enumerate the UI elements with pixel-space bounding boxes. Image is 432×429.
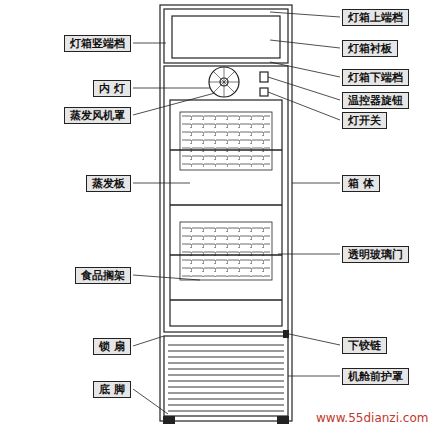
part-label: 灯箱上端档	[348, 11, 403, 24]
part-label: 下铰链	[348, 339, 381, 352]
part-label: 食品搁架	[81, 269, 125, 282]
part-label: 灯开关	[348, 114, 381, 127]
part-label: 透明玻璃门	[348, 248, 403, 261]
callout-box: 内 灯	[93, 80, 131, 97]
part-label: 机舱前护罩	[348, 370, 403, 383]
callout-box: 蒸发板	[86, 175, 131, 192]
callout-box: 蒸发风机罩	[64, 107, 131, 124]
callout-box: 下铰链	[342, 337, 387, 354]
callout-box: 灯箱上端档	[342, 9, 409, 26]
part-label: 箱 体	[348, 177, 374, 190]
callout-box: 食品搁架	[75, 267, 131, 284]
callout-box: 灯箱竖端档	[64, 35, 131, 52]
part-label: 底 脚	[99, 383, 125, 396]
callout-box: 透明玻璃门	[342, 246, 409, 263]
callout-box: 底 脚	[93, 381, 131, 398]
watermark: www.55dianzi.com	[316, 411, 428, 425]
part-label: 蒸发板	[92, 177, 125, 190]
callout-box: 灯箱衬板	[342, 40, 398, 57]
part-label: 灯箱下端档	[348, 71, 403, 84]
callout-box: 温控器旋钮	[342, 92, 409, 109]
part-label: 温控器旋钮	[348, 94, 403, 107]
callout-box: 灯开关	[342, 112, 387, 129]
callout-box: 锁 扇	[93, 338, 131, 355]
part-label: 锁 扇	[99, 340, 125, 353]
callout-box: 灯箱下端档	[342, 69, 409, 86]
part-label: 灯箱衬板	[348, 42, 392, 55]
part-label: 灯箱竖端档	[70, 37, 125, 50]
callout-box: 箱 体	[342, 175, 380, 192]
part-label: 蒸发风机罩	[70, 109, 125, 122]
part-label: 内 灯	[99, 82, 125, 95]
callout-box: 机舱前护罩	[342, 368, 409, 385]
